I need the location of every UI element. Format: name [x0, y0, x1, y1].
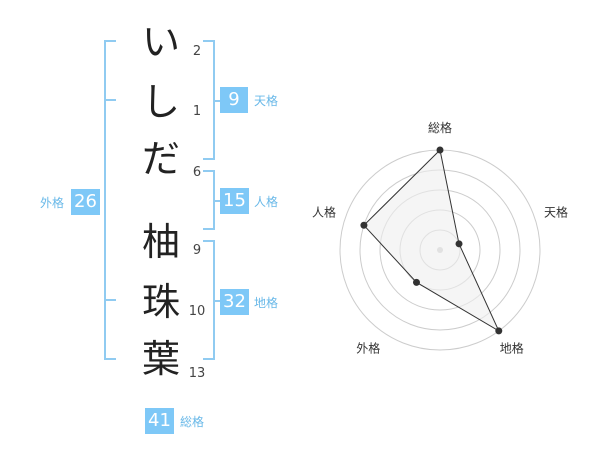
stroke-count-5: 10: [188, 304, 206, 319]
stroke-count-4: 9: [192, 243, 202, 258]
gaikaku-bracket: [104, 40, 116, 360]
radar-point-2: [455, 240, 463, 248]
gaikaku-label: 外格: [40, 196, 65, 210]
tenkaku-bracket: [203, 40, 215, 160]
name-char-5: 珠: [141, 280, 180, 324]
tenkaku-bracket-connector: [215, 100, 220, 102]
name-char-2: し: [141, 80, 180, 124]
radar-point-4: [412, 278, 420, 286]
name-char-6: 葉: [141, 337, 180, 381]
name-char-3: だ: [141, 137, 180, 181]
radar-axis-label-2: 天格: [544, 204, 568, 219]
stroke-count-2: 1: [192, 104, 202, 119]
stroke-count-6: 13: [188, 366, 206, 381]
radar-axis-label-3: 地格: [500, 341, 524, 356]
radar-point-3: [495, 327, 503, 335]
chikaku-bracket: [203, 240, 215, 360]
jinkaku-bracket-connector: [215, 200, 220, 202]
gaikaku-bracket-tick: [104, 299, 116, 301]
soukaku-value-badge: 41: [145, 408, 174, 434]
radar-axis-label-4: 外格: [356, 341, 380, 356]
stroke-count-3: 6: [192, 165, 202, 180]
name-char-1: い: [141, 20, 180, 64]
jinkaku-value-badge: 15: [220, 188, 249, 214]
radar-point-5: [360, 221, 368, 229]
radar-point-1: [436, 146, 444, 154]
name-char-4: 柚: [141, 220, 180, 264]
radar-axis-label-5: 人格: [312, 204, 336, 219]
tenkaku-value-badge: 9: [220, 87, 248, 113]
tenkaku-label: 天格: [254, 94, 279, 108]
jinkaku-bracket: [203, 170, 215, 230]
radar-axis-label-1: 総格: [428, 120, 452, 135]
jinkaku-label: 人格: [254, 195, 279, 209]
gaikaku-value-badge: 26: [71, 189, 100, 215]
radar-series-polygon: [363, 148, 500, 333]
chikaku-value-badge: 32: [220, 289, 249, 315]
gaikaku-bracket-tick: [104, 99, 116, 101]
chikaku-label: 地格: [254, 296, 279, 310]
chikaku-bracket-connector: [215, 300, 220, 302]
soukaku-label: 総格: [180, 415, 205, 429]
stroke-count-1: 2: [192, 44, 202, 59]
